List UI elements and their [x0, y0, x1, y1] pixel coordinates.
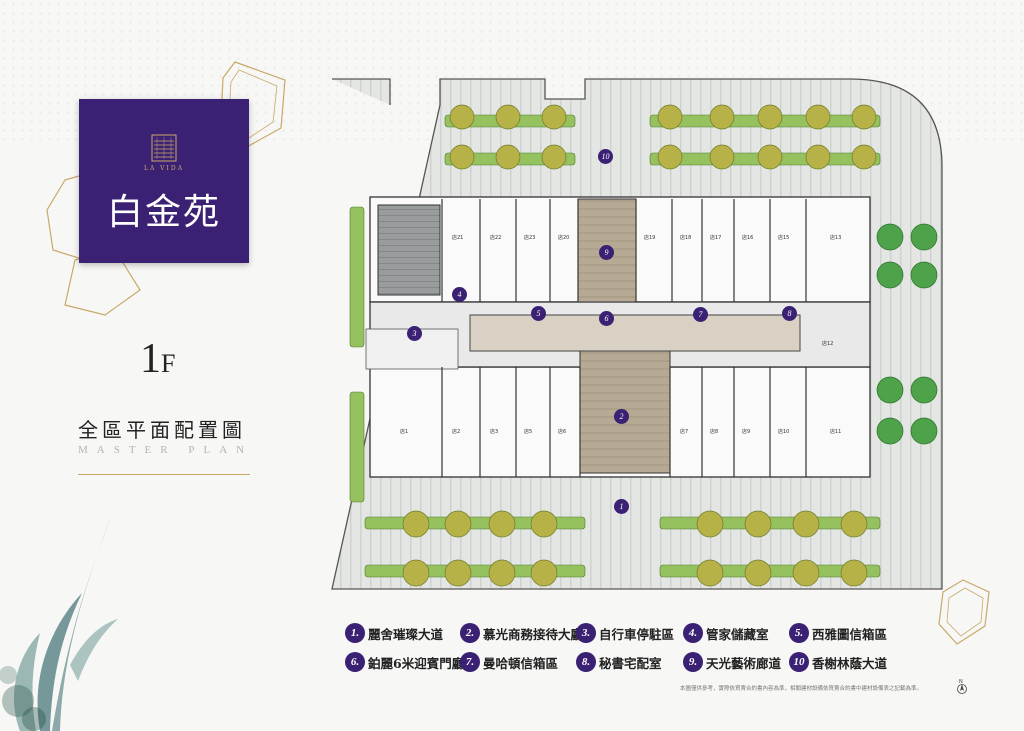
- unit-label: 店10: [778, 428, 789, 435]
- unit-labels: 店21 店22 店23 店20 店19 店18 店17 店16 店15 店13 …: [400, 234, 841, 435]
- unit-label: 店23: [524, 234, 535, 241]
- legend-number: 3.: [576, 623, 596, 643]
- unit-label: 店9: [742, 428, 750, 435]
- unit-label: 店17: [710, 234, 721, 241]
- unit-label: 店6: [558, 428, 566, 435]
- legend-item: 1.麗舍璀璨大道: [345, 622, 443, 644]
- legend-item: 3.自行車停駐區: [576, 622, 674, 644]
- page-subtitle: MASTER PLAN: [78, 444, 254, 456]
- plan-marker-2: 2: [614, 409, 629, 424]
- floor-unit: F: [161, 349, 176, 378]
- brand-logo: LA VIDA 白金苑: [79, 99, 249, 263]
- plan-marker-10: 10: [598, 149, 613, 164]
- logo-mark-icon: [151, 134, 177, 162]
- plan-marker-6: 6: [599, 311, 614, 326]
- unit-label: 店18: [680, 234, 691, 241]
- unit-label: 店2: [452, 428, 460, 435]
- brand-name-en: LA VIDA: [143, 165, 185, 172]
- legend-item: 4.管家儲藏室: [683, 622, 769, 644]
- page-title: 全區平面配置圖: [78, 418, 246, 442]
- plan-marker-3: 3: [407, 326, 422, 341]
- legend-item: 7.曼哈頓信箱區: [460, 651, 558, 673]
- unit-label: 店16: [742, 234, 753, 241]
- master-plan: 店21 店22 店23 店20 店19 店18 店17 店16 店15 店13 …: [330, 77, 950, 597]
- plan-marker-4: 4: [452, 287, 467, 302]
- legend-label: 秘書宅配室: [599, 655, 662, 671]
- legend-number: 9.: [683, 652, 703, 672]
- unit-label: 店15: [778, 234, 789, 241]
- floor-number: 1: [140, 336, 161, 382]
- unit-label: 店22: [490, 234, 501, 241]
- plan-marker-9: 9: [599, 245, 614, 260]
- legend-label: 曼哈頓信箱區: [483, 655, 559, 671]
- site-plan-drawing: 店21 店22 店23 店20 店19 店18 店17 店16 店15 店13 …: [331, 78, 943, 590]
- legend-label: 管家儲藏室: [706, 626, 769, 642]
- gold-hexagon-decoration: [938, 579, 990, 645]
- unit-label: 店8: [710, 428, 718, 435]
- unit-label: 店3: [490, 428, 498, 435]
- floor-label: 1F: [140, 335, 175, 383]
- foliage-decoration: [0, 513, 118, 731]
- legend-label: 天光藝術廊道: [706, 655, 782, 671]
- side-trees: [876, 223, 938, 445]
- unit-label: 店11: [830, 428, 841, 435]
- legend-item: 8.秘書宅配室: [576, 651, 662, 673]
- unit-label: 店21: [452, 234, 463, 241]
- legend-item: 9.天光藝術廊道: [683, 651, 781, 673]
- legend-label: 慕光商務接待大廳: [483, 626, 584, 642]
- unit-label: 店13: [830, 234, 841, 241]
- legend-number: 2.: [460, 623, 480, 643]
- legend-label: 鉑麗6米迎賓門廳: [368, 655, 465, 671]
- legend-number: 6.: [345, 652, 365, 672]
- plan-marker-1: 1: [614, 499, 629, 514]
- legend-label: 自行車停駐區: [599, 626, 675, 642]
- plan-marker-8: 8: [782, 306, 797, 321]
- legend-item: 2.慕光商務接待大廳: [460, 622, 583, 644]
- north-arrow-icon: N: [956, 678, 968, 700]
- unit-label: 店5: [524, 428, 532, 435]
- plan-marker-5: 5: [531, 306, 546, 321]
- disclaimer: 本圖僅供參考，實際依買賣合約書內容為準，相關建材設備依買賣合約書中建材設備表之記…: [680, 686, 923, 692]
- legend-number: 8.: [576, 652, 596, 672]
- legend-label: 西雅圖信箱區: [812, 626, 888, 642]
- plan-marker-7: 7: [693, 307, 708, 322]
- unit-label: 店12: [822, 340, 833, 347]
- unit-label: 店7: [680, 428, 688, 435]
- brand-name-cn: 白金苑: [106, 192, 221, 233]
- legend-item: 5.西雅圖信箱區: [789, 622, 887, 644]
- unit-label: 店20: [558, 234, 569, 241]
- legend-number: 4.: [683, 623, 703, 643]
- unit-label: 店19: [644, 234, 655, 241]
- legend-item: 6.鉑麗6米迎賓門廳: [345, 651, 464, 673]
- tree-canopies: [402, 104, 877, 587]
- legend-label: 香榭林蔭大道: [812, 655, 888, 671]
- legend-label: 麗舍璀璨大道: [368, 626, 444, 642]
- north-label: N: [959, 679, 963, 685]
- legend-number: 10: [789, 652, 809, 672]
- legend-number: 1.: [345, 623, 365, 643]
- divider: [78, 474, 250, 475]
- legend-number: 7.: [460, 652, 480, 672]
- legend-number: 5.: [789, 623, 809, 643]
- unit-label: 店1: [400, 428, 408, 435]
